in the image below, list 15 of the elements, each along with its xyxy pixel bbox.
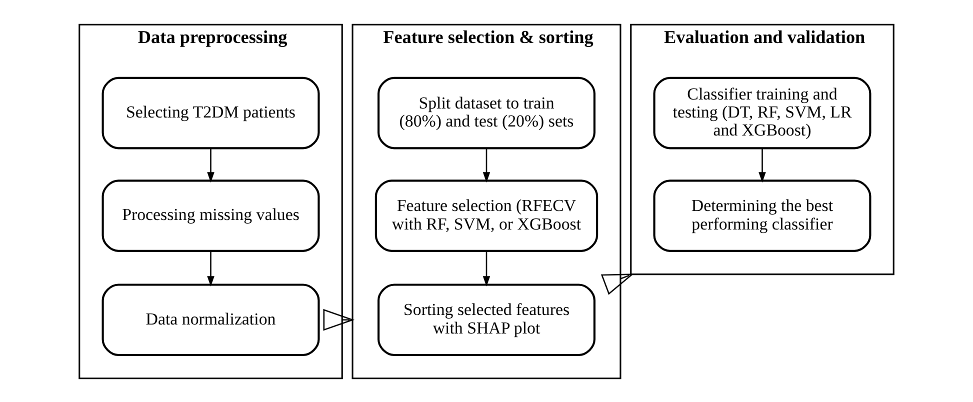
arrow (482, 148, 490, 182)
arrow (207, 250, 214, 286)
arrow (207, 148, 214, 182)
node-box: Sorting selected features with SHAP plot (378, 283, 596, 356)
node-box: Selecting T2DM patients (102, 76, 320, 149)
node-box: Determining the best performing classifier (653, 179, 872, 252)
node-box: Feature selection (RFECV with RF, SVM, or XGBoost (374, 179, 598, 252)
arrow (482, 250, 490, 286)
arrow (758, 148, 766, 182)
arrow (323, 308, 354, 330)
arrow (600, 273, 634, 294)
node-box: Classifier training and testing (DT, RF, SVM, LR and XGBoost) (653, 76, 872, 149)
node-box: Split dataset to train (80%) and test (20%) sets (378, 76, 596, 149)
node-box: Processing missing values (102, 179, 320, 252)
node-box: Data normalization (102, 283, 320, 356)
